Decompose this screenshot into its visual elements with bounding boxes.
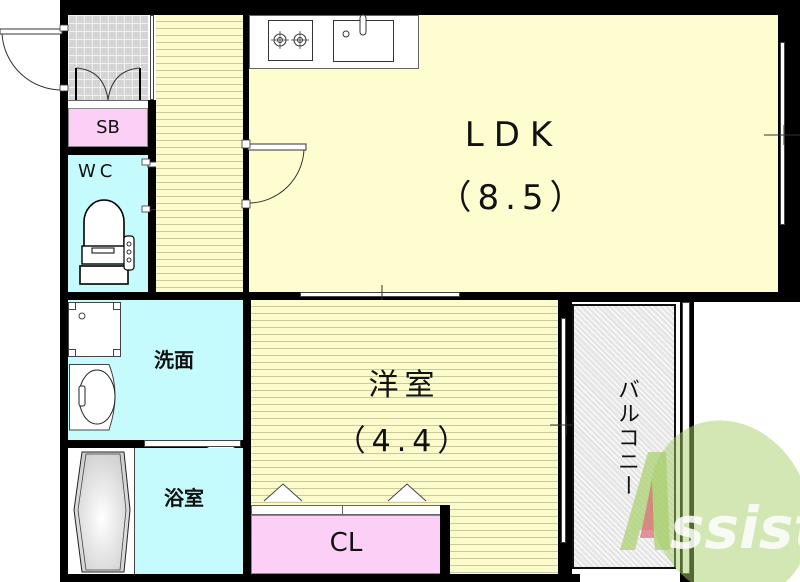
- wall-sb-wc: [60, 147, 156, 155]
- room-shoe-box: SB: [68, 108, 148, 147]
- assist-logo-watermark: ssist: [620, 420, 800, 582]
- closet-label: CL: [329, 528, 363, 558]
- ldk-sliding-door: [300, 292, 460, 297]
- western-room-label: 洋室: [368, 368, 441, 403]
- bathroom-label: 浴室: [164, 486, 204, 510]
- toilet-icon: [79, 199, 135, 285]
- outer-wall-top: [60, 0, 800, 15]
- ldk-size-label: （8.5）: [437, 178, 590, 218]
- toilet-label: WC: [78, 161, 117, 182]
- ldk-label: LDK: [464, 115, 563, 155]
- ldk-door-icon: [241, 139, 307, 209]
- stove-icon: [268, 20, 313, 61]
- western-room-size-label: （4.4）: [335, 424, 474, 459]
- wall-ldk-bottom: [60, 292, 800, 302]
- outer-wall-left: [60, 0, 68, 582]
- bathroom-door: [144, 440, 241, 447]
- closet-door-marks-icon: [263, 483, 427, 502]
- bathtub-icon: [73, 451, 131, 573]
- wall-corridor-left: [148, 100, 156, 295]
- closet-door-divider: [342, 506, 343, 514]
- svg-text:ssist: ssist: [670, 494, 800, 562]
- washroom-label: 洗面: [154, 348, 194, 372]
- entrance-door-icon: [0, 24, 69, 92]
- washing-machine-pan-icon: [68, 302, 121, 357]
- outer-wall-bottom: [60, 574, 580, 582]
- sink-icon: [333, 14, 394, 62]
- shoebox-double-door-icon: [75, 67, 141, 101]
- wall-closet-right: [440, 505, 450, 575]
- balcony-label: バルコニー: [614, 378, 639, 498]
- wall-corridor-ldk: [243, 15, 249, 300]
- corridor-floor: [156, 15, 243, 292]
- room-closet: CL: [251, 515, 441, 574]
- shoe-box-label: SB: [96, 117, 120, 138]
- closet-sliding-doors: [251, 505, 441, 515]
- entrance-floor-edge: [68, 100, 148, 108]
- wash-basin-icon: [69, 364, 116, 431]
- ldk-window-crosshair-icon: [764, 125, 800, 145]
- entrance-tile-floor: [68, 15, 148, 100]
- entrance-handrail: [150, 15, 154, 100]
